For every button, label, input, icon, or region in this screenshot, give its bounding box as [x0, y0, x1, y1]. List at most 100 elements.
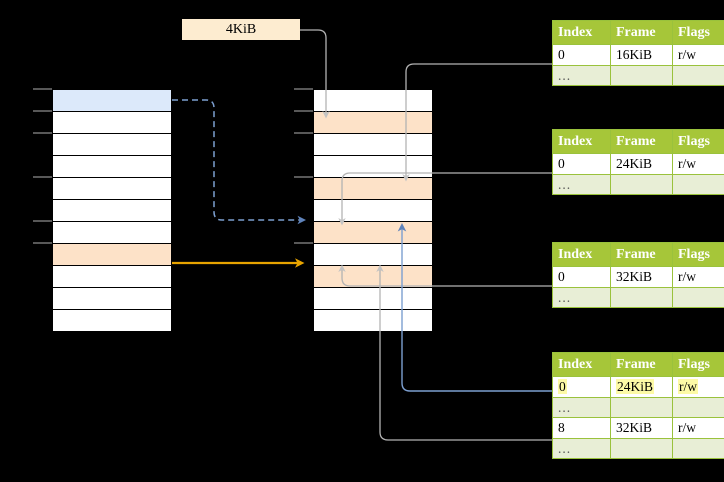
cell-index: 0: [552, 376, 611, 398]
table-ellipsis-row: ...: [552, 396, 724, 418]
cell-frame: [610, 286, 673, 308]
highlighted-value: r/w: [678, 379, 698, 394]
column-cell-2: [313, 111, 433, 134]
cell-flags: r/w: [672, 376, 724, 398]
column-cell-11: [52, 309, 172, 332]
highlighted-value: 24KiB: [616, 379, 655, 394]
column-row: [52, 265, 172, 288]
column-header-index: Index: [552, 129, 611, 154]
cell-flags: r/w: [672, 153, 724, 175]
cell-frame: [610, 173, 673, 195]
cell-frame: 24KiB: [610, 376, 673, 398]
column-cell-9: [52, 265, 172, 288]
size-label-4kib: 4KiB: [182, 19, 300, 40]
cell-frame: [610, 437, 673, 459]
column-cell-8: [52, 243, 172, 266]
column-cell-6: [313, 199, 433, 222]
column-cell-1: [52, 89, 172, 112]
column-header-frame: Frame: [610, 242, 673, 267]
column-row: [313, 309, 433, 332]
cell-index: 8: [552, 417, 611, 439]
cell-flags: r/w: [672, 266, 724, 288]
cell-index: ...: [552, 286, 611, 308]
column-row: [313, 287, 433, 310]
column-row: [313, 177, 433, 200]
column-row: [52, 309, 172, 332]
cell-frame: 32KiB: [610, 266, 673, 288]
column-header-flags: Flags: [672, 129, 724, 154]
column-row: [313, 133, 433, 156]
column-cell-2: [52, 111, 172, 134]
table-ellipsis-row: ...: [552, 64, 724, 86]
cell-index: ...: [552, 396, 611, 418]
column-cell-10: [52, 287, 172, 310]
column-header-frame: Frame: [610, 352, 673, 377]
table-ellipsis-row: ...: [552, 437, 724, 459]
column-row: [313, 155, 433, 178]
column-cell-4: [52, 155, 172, 178]
cell-frame: 24KiB: [610, 153, 673, 175]
cell-frame: [610, 396, 673, 418]
column-row: [52, 199, 172, 222]
cell-flags: [672, 64, 724, 86]
cell-index: ...: [552, 437, 611, 459]
highlighted-value: 0: [558, 379, 567, 394]
cell-flags: [672, 396, 724, 418]
column-cell-1: [313, 89, 433, 112]
cell-index: ...: [552, 64, 611, 86]
column-cell-6: [52, 199, 172, 222]
cell-flags: r/w: [672, 44, 724, 66]
column-row: [52, 111, 172, 134]
column-cell-7: [313, 221, 433, 244]
column-cell-7: [52, 221, 172, 244]
cell-frame: 32KiB: [610, 417, 673, 439]
table-ellipsis-row: ...: [552, 173, 724, 195]
column-row: [52, 177, 172, 200]
column-cell-3: [52, 133, 172, 156]
cell-frame: 16KiB: [610, 44, 673, 66]
cell-flags: [672, 437, 724, 459]
cell-frame: [610, 64, 673, 86]
cell-index: ...: [552, 173, 611, 195]
column-row: [313, 89, 433, 112]
column-cell-8: [313, 243, 433, 266]
column-header-index: Index: [552, 352, 611, 377]
column-header-index: Index: [552, 20, 611, 45]
column-row: [313, 265, 433, 288]
column-cell-10: [313, 287, 433, 310]
column-row: [313, 221, 433, 244]
column-header-frame: Frame: [610, 129, 673, 154]
table-ellipsis-row: ...: [552, 286, 724, 308]
cell-flags: r/w: [672, 417, 724, 439]
blue-dashed-wires: [172, 99, 306, 225]
cell-index: 0: [552, 266, 611, 288]
cell-index: 0: [552, 44, 611, 66]
wire-left-blue-row-to-middle-row7: [172, 99, 306, 225]
column-row: [52, 243, 172, 266]
column-row: [313, 199, 433, 222]
level-1-page-table: [52, 89, 172, 332]
column-header-index: Index: [552, 242, 611, 267]
column-cell-5: [52, 177, 172, 200]
column-row: [52, 89, 172, 112]
column-row: [313, 111, 433, 134]
column-cell-3: [313, 133, 433, 156]
column-row: [313, 243, 433, 266]
cell-flags: [672, 286, 724, 308]
column-cell-9: [313, 265, 433, 288]
column-row: [52, 287, 172, 310]
column-cell-4: [313, 155, 433, 178]
column-cell-5: [313, 177, 433, 200]
